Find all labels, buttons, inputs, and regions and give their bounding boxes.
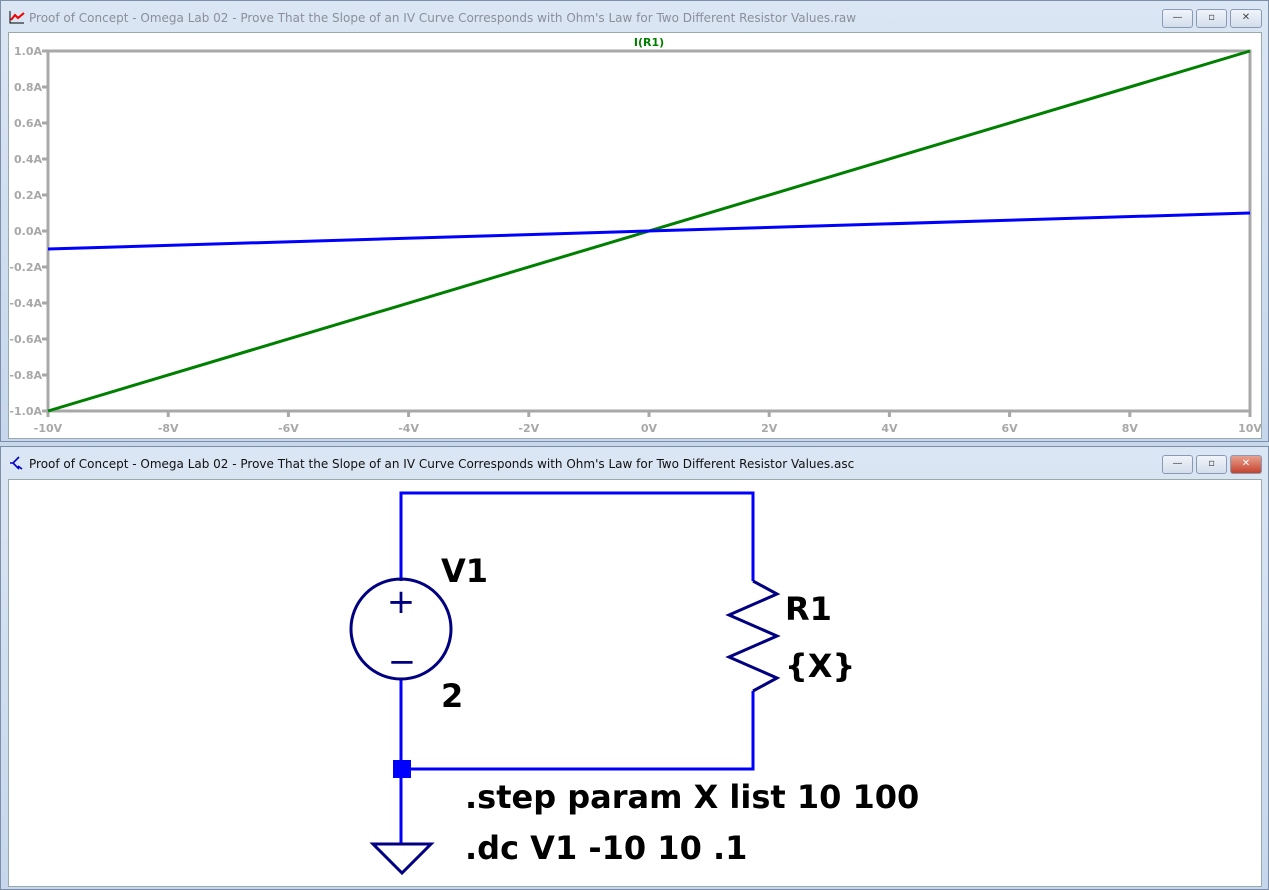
x-tick-label: 0V	[641, 422, 658, 435]
voltage-source-symbol[interactable]	[349, 577, 453, 681]
y-tick-label: 1.0A	[14, 45, 42, 58]
x-tick-label: -10V	[34, 422, 63, 435]
close-button[interactable]: ✕	[1230, 9, 1262, 28]
source-name[interactable]: V1	[441, 552, 488, 590]
schematic-icon	[10, 456, 23, 470]
x-tick-label: -8V	[158, 422, 179, 435]
resistor-name[interactable]: R1	[785, 590, 832, 628]
schematic-canvas[interactable]: + − V1 2 R1 {X} .step param X list 10 10…	[8, 479, 1262, 887]
y-tick-label: -0.2A	[9, 261, 42, 274]
waveform-icon	[9, 11, 25, 24]
source-value[interactable]: 2	[441, 677, 463, 715]
x-tick-label: -6V	[278, 422, 299, 435]
x-tick-label: 10V	[1238, 422, 1262, 435]
dc-directive[interactable]: .dc V1 -10 10 .1	[465, 829, 747, 867]
resistor-symbol[interactable]	[725, 579, 781, 693]
schematic-window: Proof of Concept - Omega Lab 02 - Prove …	[0, 446, 1269, 890]
minimize-button[interactable]: —	[1162, 9, 1193, 28]
y-tick-label: 0.8A	[14, 81, 42, 94]
trace-label[interactable]: I(R1)	[634, 36, 664, 49]
x-tick-label: 6V	[1002, 422, 1019, 435]
junction-node	[393, 760, 411, 778]
y-tick-label: 0.6A	[14, 117, 42, 130]
iv-plot[interactable]: I(R1) -10V -8V -6V -4V -2V 0V 2V 4V 6V 8V 10V 1.0A 0…	[1, 1, 1262, 435]
y-tick-label: -1.0A	[9, 405, 42, 418]
maximize-button[interactable]: ▫	[1196, 455, 1227, 474]
step-directive[interactable]: .step param X list 10 100	[465, 778, 919, 816]
window-title: Proof of Concept - Omega Lab 02 - Prove …	[29, 11, 857, 25]
resistor-value[interactable]: {X}	[785, 647, 855, 685]
title-bar[interactable]: Proof of Concept - Omega Lab 02 - Prove …	[1, 447, 1268, 479]
window-title: Proof of Concept - Omega Lab 02 - Prove …	[29, 457, 855, 471]
title-bar[interactable]: Proof of Concept - Omega Lab 02 - Prove …	[1, 1, 1268, 33]
y-tick-label: -0.8A	[9, 369, 42, 382]
x-tick-label: 2V	[761, 422, 778, 435]
y-tick-label: -0.4A	[9, 297, 42, 310]
waveform-window: Proof of Concept - Omega Lab 02 - Prove …	[0, 0, 1269, 442]
trace-r1-100[interactable]	[47, 211, 1251, 251]
ground-symbol[interactable]	[369, 842, 435, 876]
x-tick-label: -4V	[398, 422, 419, 435]
y-tick-label: 0.2A	[14, 189, 42, 202]
plus-sign: +	[387, 582, 416, 622]
minus-sign: −	[388, 642, 417, 682]
y-tick-label: 0.4A	[14, 153, 42, 166]
plot-pane[interactable]: I(R1) -10V -8V -6V -4V -2V 0V 2V 4V 6V 8V 10V 1.0A 0…	[8, 32, 1262, 439]
y-tick-label: 0.0A	[14, 225, 42, 238]
x-tick-label: 8V	[1122, 422, 1139, 435]
close-button[interactable]: ✕	[1230, 455, 1262, 474]
x-tick-label: -2V	[518, 422, 539, 435]
x-tick-label: 4V	[881, 422, 898, 435]
maximize-button[interactable]: ▫	[1196, 9, 1227, 28]
minimize-button[interactable]: —	[1162, 455, 1193, 474]
wires[interactable]	[399, 491, 755, 844]
y-tick-label: -0.6A	[9, 333, 42, 346]
schematic[interactable]: + − V1 2 R1 {X} .step param X list 10 10…	[1, 1, 1255, 876]
